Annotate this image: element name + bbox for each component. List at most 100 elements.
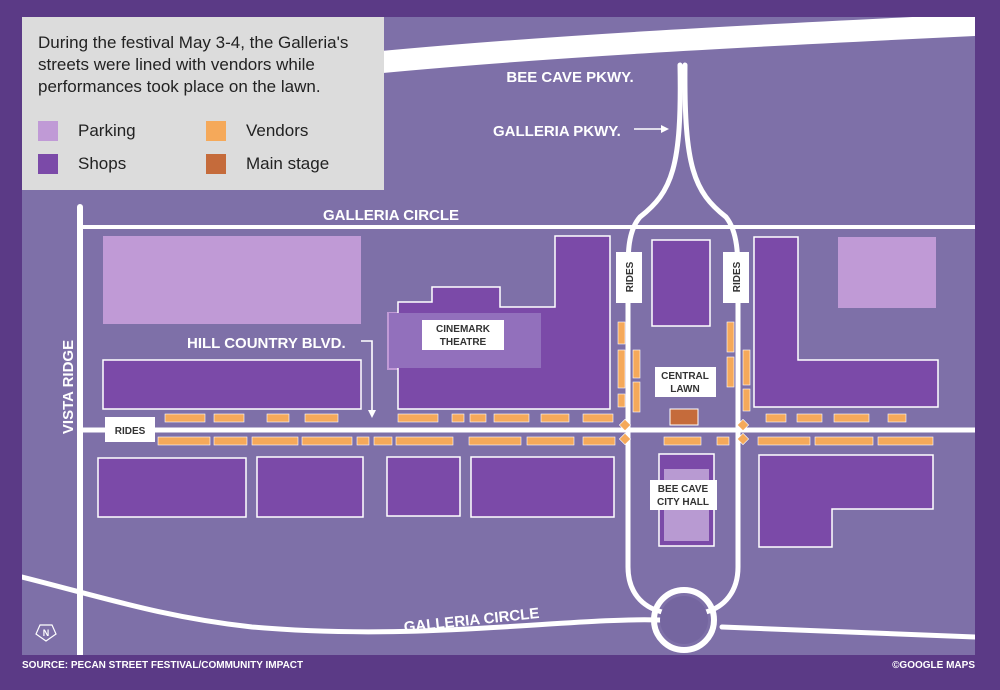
hill-country-arrow (361, 340, 373, 411)
vendor-stall (266, 413, 290, 423)
galleria-pkwy-label: GALLERIA PKWY. (493, 123, 621, 140)
galleria-circle-bottom-label: GALLERIA CIRCLE (403, 605, 540, 636)
shop-rides-block (651, 239, 711, 327)
vendor-stall (469, 413, 487, 423)
rides-label-east: RIDES (732, 261, 743, 292)
legend-item-parking: Parking (38, 121, 136, 141)
legend-description: During the festival May 3-4, the Galleri… (38, 33, 349, 96)
cinemark-label-box (422, 320, 504, 350)
legend-label-main-stage: Main stage (246, 154, 330, 173)
cinemark-label-line2: THEATRE (440, 337, 487, 348)
rides-label-box-west (105, 417, 155, 442)
map-canvas: CINEMARK THEATRE CENTRAL LAWN BEE CAVE C… (22, 17, 975, 655)
central-lawn-label-line1: CENTRAL (661, 371, 709, 382)
roundabout (651, 587, 717, 653)
parking-swatch (38, 121, 58, 141)
vendor-stall (582, 413, 614, 423)
shop-south-2 (256, 456, 364, 518)
vendor-stall (726, 321, 735, 353)
vendor-stall (373, 436, 393, 446)
cinemark-label-line1: CINEMARK (436, 324, 491, 335)
vendors (157, 321, 934, 446)
shop-west-mid (102, 359, 362, 410)
vendor-stall (833, 413, 870, 423)
legend-item-vendors: Vendors (206, 121, 308, 141)
north-marker: N (35, 624, 57, 642)
vendor-stall (618, 432, 632, 446)
arrows (361, 125, 669, 418)
vendor-stall (304, 413, 339, 423)
place-labels: CINEMARK THEATRE CENTRAL LAWN BEE CAVE C… (105, 252, 749, 510)
rides-label-box-east (723, 252, 749, 303)
vendor-stall (540, 413, 570, 423)
legend-label-shops: Shops (78, 154, 127, 173)
vendor-stall (814, 436, 874, 446)
parking-lot-west (103, 236, 361, 324)
legend-item-shops: Shops (38, 154, 126, 174)
city-hall-label-line2: CITY HALL (657, 497, 709, 508)
vendor-stall (251, 436, 299, 446)
vendor-stall (757, 436, 811, 446)
shop-south-3 (386, 456, 461, 517)
city-hall-label-line1: BEE CAVE (658, 484, 709, 495)
vendor-stall (716, 436, 730, 446)
legend-label-vendors: Vendors (246, 121, 309, 140)
roads (22, 17, 975, 655)
vendor-stall (468, 436, 522, 446)
hill-country-blvd-label: HILL COUNTRY BLVD. (187, 335, 346, 352)
vendor-stall (632, 349, 641, 379)
galleria-circle-top-label: GALLERIA CIRCLE (323, 207, 459, 224)
vendor-stall (582, 436, 616, 446)
shop-south-4 (470, 456, 615, 518)
city-hall-label-box (650, 480, 717, 510)
vendor-stall (395, 436, 454, 446)
parking-lot-east (838, 237, 936, 308)
bee-cave-pkwy-label: BEE CAVE PKWY. (506, 69, 633, 86)
bee-cave-pkwy-road (371, 17, 975, 73)
vendor-stall (164, 413, 206, 423)
vendor-stall (493, 413, 530, 423)
north-icon (35, 624, 57, 642)
hill-country-arrowhead (368, 410, 376, 418)
vendor-stall (726, 356, 735, 388)
vendor-stall (213, 413, 245, 423)
vendor-stall (632, 381, 641, 413)
central-lawn-label-line2: LAWN (670, 384, 699, 395)
vendor-stall (356, 436, 370, 446)
vendor-stall (526, 436, 575, 446)
rides-label-west: RIDES (115, 426, 146, 437)
rides-label-box-center (616, 252, 642, 303)
vendor-stall (617, 321, 626, 345)
vendor-stall (663, 436, 702, 446)
galleria-pkwy-arrowhead (661, 125, 669, 133)
main-stage-swatch (206, 154, 226, 174)
central-lawn-label-box (655, 367, 716, 397)
vendor-stall (796, 413, 823, 423)
galleria-pkwy-west (625, 62, 683, 615)
legend: During the festival May 3-4, the Galleri… (22, 17, 384, 190)
vendor-stall (877, 436, 934, 446)
vendor-stall (213, 436, 248, 446)
vendor-stall (397, 413, 439, 423)
vendor-stall (765, 413, 787, 423)
north-label: N (43, 628, 50, 638)
galleria-circle-bottom-road (22, 574, 663, 635)
vendor-stall (887, 413, 907, 423)
vendor-stall (618, 418, 632, 432)
shop-east-l (753, 236, 939, 408)
shop-south-1 (97, 457, 247, 518)
vista-ridge-label: VISTA RIDGE (60, 340, 77, 434)
rides-label-center: RIDES (625, 261, 636, 292)
main-stage (669, 408, 699, 426)
galleria-circle-bottom-east (719, 624, 975, 640)
vendor-stall (451, 413, 465, 423)
vendor-stall (742, 349, 751, 386)
vendor-stall (736, 418, 750, 432)
vendor-stall (617, 393, 626, 408)
source-credit: SOURCE: PECAN STREET FESTIVAL/COMMUNITY … (22, 660, 304, 671)
vendor-stall (742, 388, 751, 412)
legend-item-main-stage: Main stage (206, 154, 329, 174)
vendor-stall (617, 349, 626, 389)
shop-southeast (758, 454, 934, 548)
legend-label-parking: Parking (78, 121, 136, 140)
